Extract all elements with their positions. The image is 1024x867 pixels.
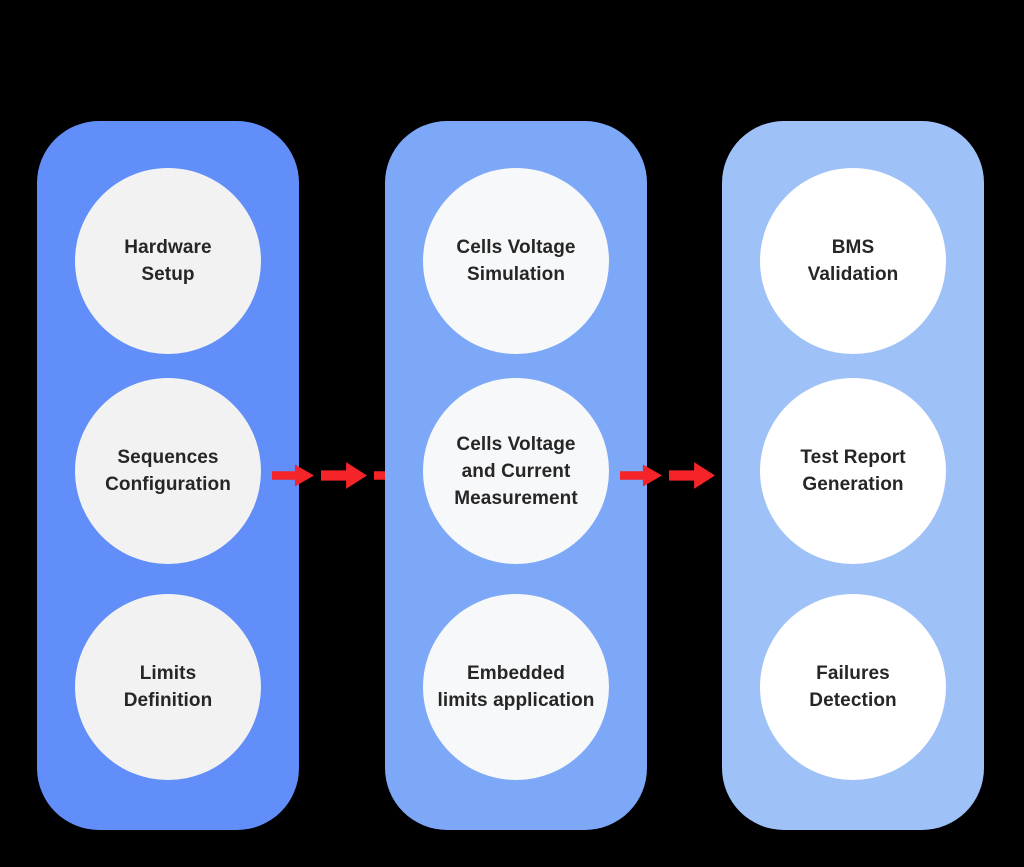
step-label: Limits Definition — [123, 663, 213, 711]
right-arrow-shape — [321, 461, 367, 489]
step-label: Test Report Generation — [800, 447, 906, 495]
stage-column-3: BMS Validation Test Report Generation Fa… — [722, 121, 984, 830]
step-circle-cells-voltage-current-measurement: Cells Voltage and Current Measurement — [423, 378, 609, 564]
step-circle-bms-validation: BMS Validation — [760, 168, 946, 354]
step-label: Failures Detection — [809, 663, 897, 711]
step-circle-embedded-limits-application: Embedded limits application — [423, 594, 609, 780]
step-circle-hardware-setup: Hardware Setup — [75, 168, 261, 354]
right-arrow-icon — [272, 464, 314, 486]
step-circle-cells-voltage-simulation: Cells Voltage Simulation — [423, 168, 609, 354]
step-circle-failures-detection: Failures Detection — [760, 594, 946, 780]
right-arrow-icon — [620, 464, 662, 486]
step-circle-limits-definition: Limits Definition — [75, 594, 261, 780]
step-label: Embedded limits application — [437, 663, 595, 711]
right-arrow-shape — [620, 464, 662, 486]
stage-column-2: Cells Voltage Simulation Cells Voltage a… — [385, 121, 647, 830]
step-label: Cells Voltage and Current Measurement — [454, 433, 578, 509]
step-circle-sequences-configuration: Sequences Configuration — [75, 378, 261, 564]
step-circle-test-report-generation: Test Report Generation — [760, 378, 946, 564]
right-arrow-icon — [321, 461, 367, 489]
stage-column-1: Hardware Setup Sequences Configuration L… — [37, 121, 299, 830]
step-label: Sequences Configuration — [105, 447, 231, 495]
step-label: Cells Voltage Simulation — [456, 237, 576, 285]
right-arrow-shape — [272, 464, 314, 486]
step-label: BMS Validation — [807, 237, 899, 285]
right-arrow-shape — [669, 461, 715, 489]
right-arrow-icon — [669, 461, 715, 489]
step-label: Hardware Setup — [124, 237, 212, 285]
